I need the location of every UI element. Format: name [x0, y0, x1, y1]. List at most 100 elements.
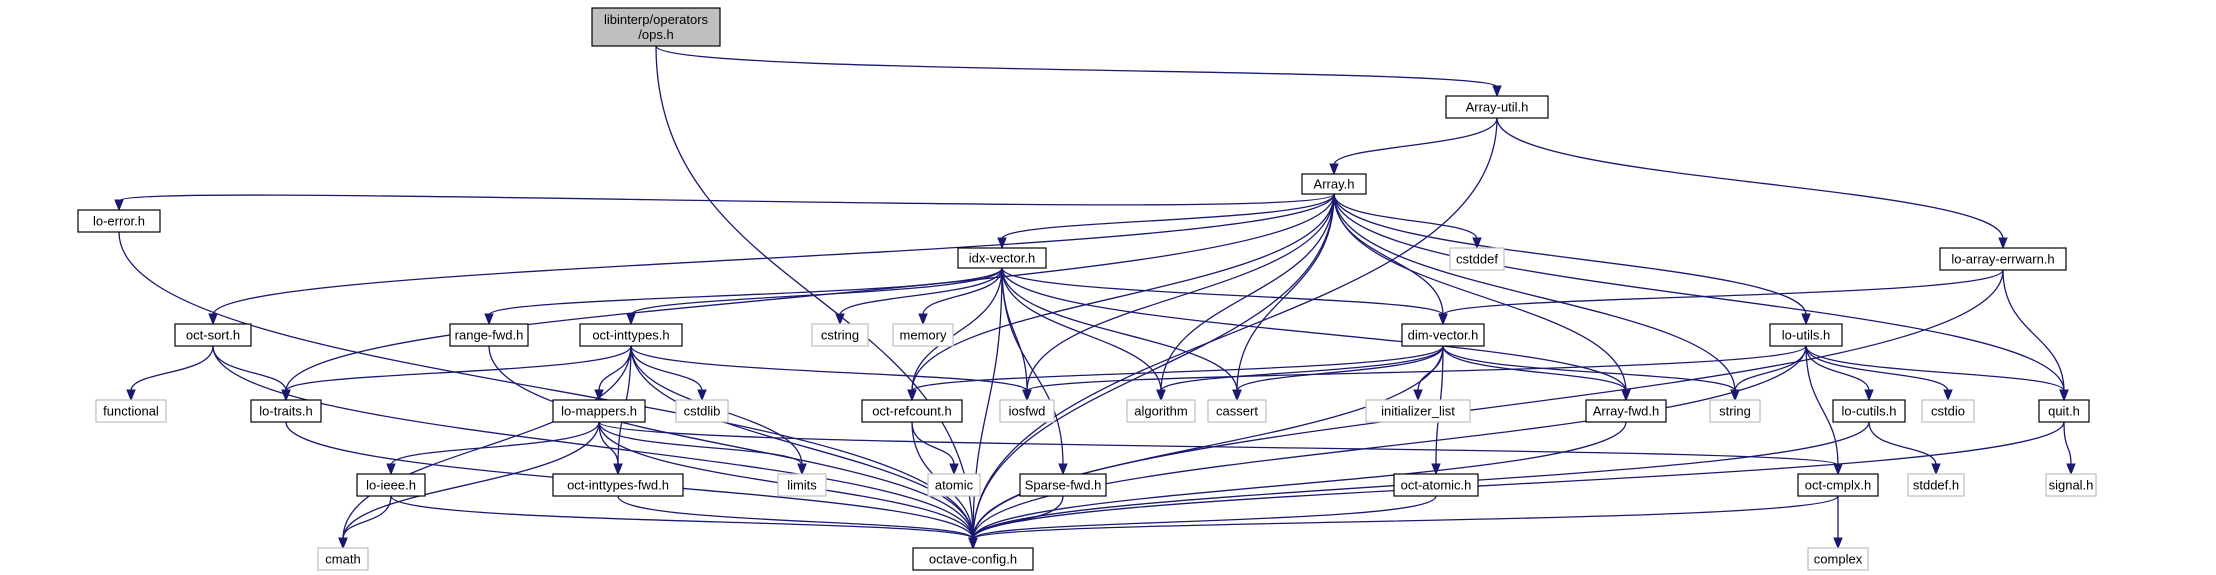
edge-lo_cutils-to-stddef — [1868, 421, 1941, 476]
edge-array-to-iosfwd — [1022, 193, 1335, 402]
edge-lo_utils-to-iosfwd — [1022, 345, 1807, 402]
edge-lo_error-to-octave_config — [118, 231, 978, 550]
node-label: oct-inttypes.h — [592, 328, 669, 343]
node-label: cstddef — [1456, 252, 1498, 267]
arrowhead — [1931, 463, 1941, 476]
edge-oct_cmplx-to-octave_config — [968, 495, 1839, 550]
arrowhead — [997, 237, 1007, 250]
arrowhead — [1329, 163, 1339, 176]
node-oct-atomic[interactable]: oct-atomic.h — [1393, 473, 1479, 497]
node-memory: memory — [892, 323, 954, 347]
node-lo-array-errwarn[interactable]: lo-array-errwarn.h — [1939, 247, 2067, 271]
node-sparse-fwd[interactable]: Sparse-fwd.h — [1019, 473, 1107, 497]
node-label: iosfwd — [1009, 404, 1046, 419]
arrowhead — [697, 389, 707, 402]
node-label: lo-cutils.h — [1842, 404, 1897, 419]
node-box — [1797, 473, 1879, 497]
edges-layer — [114, 45, 2076, 550]
node-box — [2038, 399, 2090, 423]
node-cstdio: cstdio — [1921, 399, 1975, 423]
node-box — [1709, 399, 1761, 423]
edge-lo_utils-to-cstdio — [1805, 345, 1953, 402]
nodes-layer: libinterp/operators/ops.hArray-util.hArr… — [77, 7, 2097, 571]
edge-lo_mappers-to-lo_ieee — [386, 421, 600, 476]
node-range-fwd[interactable]: range-fwd.h — [449, 323, 529, 347]
node-oct-sort[interactable]: oct-sort.h — [174, 323, 252, 347]
arrowhead — [613, 463, 623, 476]
node-label: signal.h — [2049, 478, 2094, 493]
edge-array-to-oct_sort — [208, 193, 1335, 326]
node-lo-traits[interactable]: lo-traits.h — [250, 399, 322, 423]
node-initializer-list: initializer_list — [1365, 399, 1471, 423]
node-lo-mappers[interactable]: lo-mappers.h — [552, 399, 646, 423]
node-cmath: cmath — [317, 547, 369, 571]
node-lo-utils[interactable]: lo-utils.h — [1769, 323, 1843, 347]
node-oct-refcount[interactable]: oct-refcount.h — [861, 399, 963, 423]
edge-lo_array_errwarn-to-dim_vector — [1438, 269, 2004, 326]
node-box — [449, 323, 529, 347]
node-box — [1585, 399, 1667, 423]
node-box — [1393, 473, 1479, 497]
node-cstdlib: cstdlib — [675, 399, 729, 423]
node-dim-vector[interactable]: dim-vector.h — [1401, 323, 1485, 347]
node-label: lo-array-errwarn.h — [1951, 252, 2054, 267]
node-limits: limits — [777, 473, 827, 497]
node-oct-inttypes-fwd[interactable]: oct-inttypes-fwd.h — [552, 473, 684, 497]
node-box — [356, 473, 426, 497]
node-box — [927, 473, 981, 497]
node-lo-error[interactable]: lo-error.h — [77, 209, 161, 233]
node-atomic: atomic — [927, 473, 981, 497]
arrowhead — [1833, 463, 1843, 476]
edge-oct_inttypes-to-cstdlib — [630, 345, 707, 402]
node-label: lo-error.h — [93, 214, 145, 229]
node-algorithm: algorithm — [1126, 399, 1196, 423]
node-label: cmath — [325, 552, 360, 567]
node-box — [1365, 399, 1471, 423]
node-box — [1939, 247, 2067, 271]
node-array-fwd[interactable]: Array-fwd.h — [1585, 399, 1667, 423]
edge-array-to-lo_error — [114, 193, 1335, 212]
edge-dim_vector-to-oct_refcount — [907, 345, 1444, 402]
node-lo-cutils[interactable]: lo-cutils.h — [1832, 399, 1906, 423]
node-box — [957, 247, 1047, 269]
node-box — [1301, 173, 1367, 195]
node-idx-vector[interactable]: idx-vector.h — [957, 247, 1047, 269]
node-box — [1807, 547, 1869, 571]
node-functional: functional — [95, 399, 167, 423]
arrowhead — [949, 463, 959, 476]
edge-oct_sort-to-functional — [126, 345, 214, 402]
node-oct-cmplx[interactable]: oct-cmplx.h — [1797, 473, 1879, 497]
node-signal: signal.h — [2045, 473, 2097, 497]
node-cstring: cstring — [811, 323, 869, 347]
node-label: range-fwd.h — [455, 328, 524, 343]
node-label: /ops.h — [638, 27, 673, 42]
node-box — [1449, 247, 1505, 271]
node-label: lo-ieee.h — [366, 478, 416, 493]
arrowhead — [1801, 313, 1811, 326]
arrowhead — [1998, 237, 2008, 250]
node-complex: complex — [1807, 547, 1869, 571]
node-octave-config[interactable]: octave-config.h — [912, 547, 1034, 571]
arrowhead — [797, 463, 807, 476]
edge-idx_vector-to-cstring — [835, 267, 1003, 326]
node-label: limits — [787, 478, 817, 493]
node-oct-inttypes[interactable]: oct-inttypes.h — [579, 323, 683, 347]
edge-idx_vector-to-oct_inttypes — [626, 267, 1003, 326]
edge-array_util-to-lo_array_errwarn — [1496, 117, 2008, 250]
node-label: oct-sort.h — [186, 328, 240, 343]
node-ops[interactable]: libinterp/operators/ops.h — [591, 7, 721, 47]
node-box — [552, 473, 684, 497]
node-label: cstring — [821, 328, 859, 343]
arrowhead — [1156, 389, 1166, 402]
node-array-util[interactable]: Array-util.h — [1445, 95, 1549, 119]
node-lo-ieee[interactable]: lo-ieee.h — [356, 473, 426, 497]
arrowhead — [594, 389, 604, 402]
arrowhead — [114, 199, 124, 212]
node-array[interactable]: Array.h — [1301, 173, 1367, 195]
edge-lo_utils-to-quit — [1805, 345, 2069, 402]
arrowhead — [484, 313, 494, 326]
edge-lo_ieee-to-octave_config — [390, 495, 978, 550]
node-quit[interactable]: quit.h — [2038, 399, 2090, 423]
node-string: string — [1709, 399, 1761, 423]
